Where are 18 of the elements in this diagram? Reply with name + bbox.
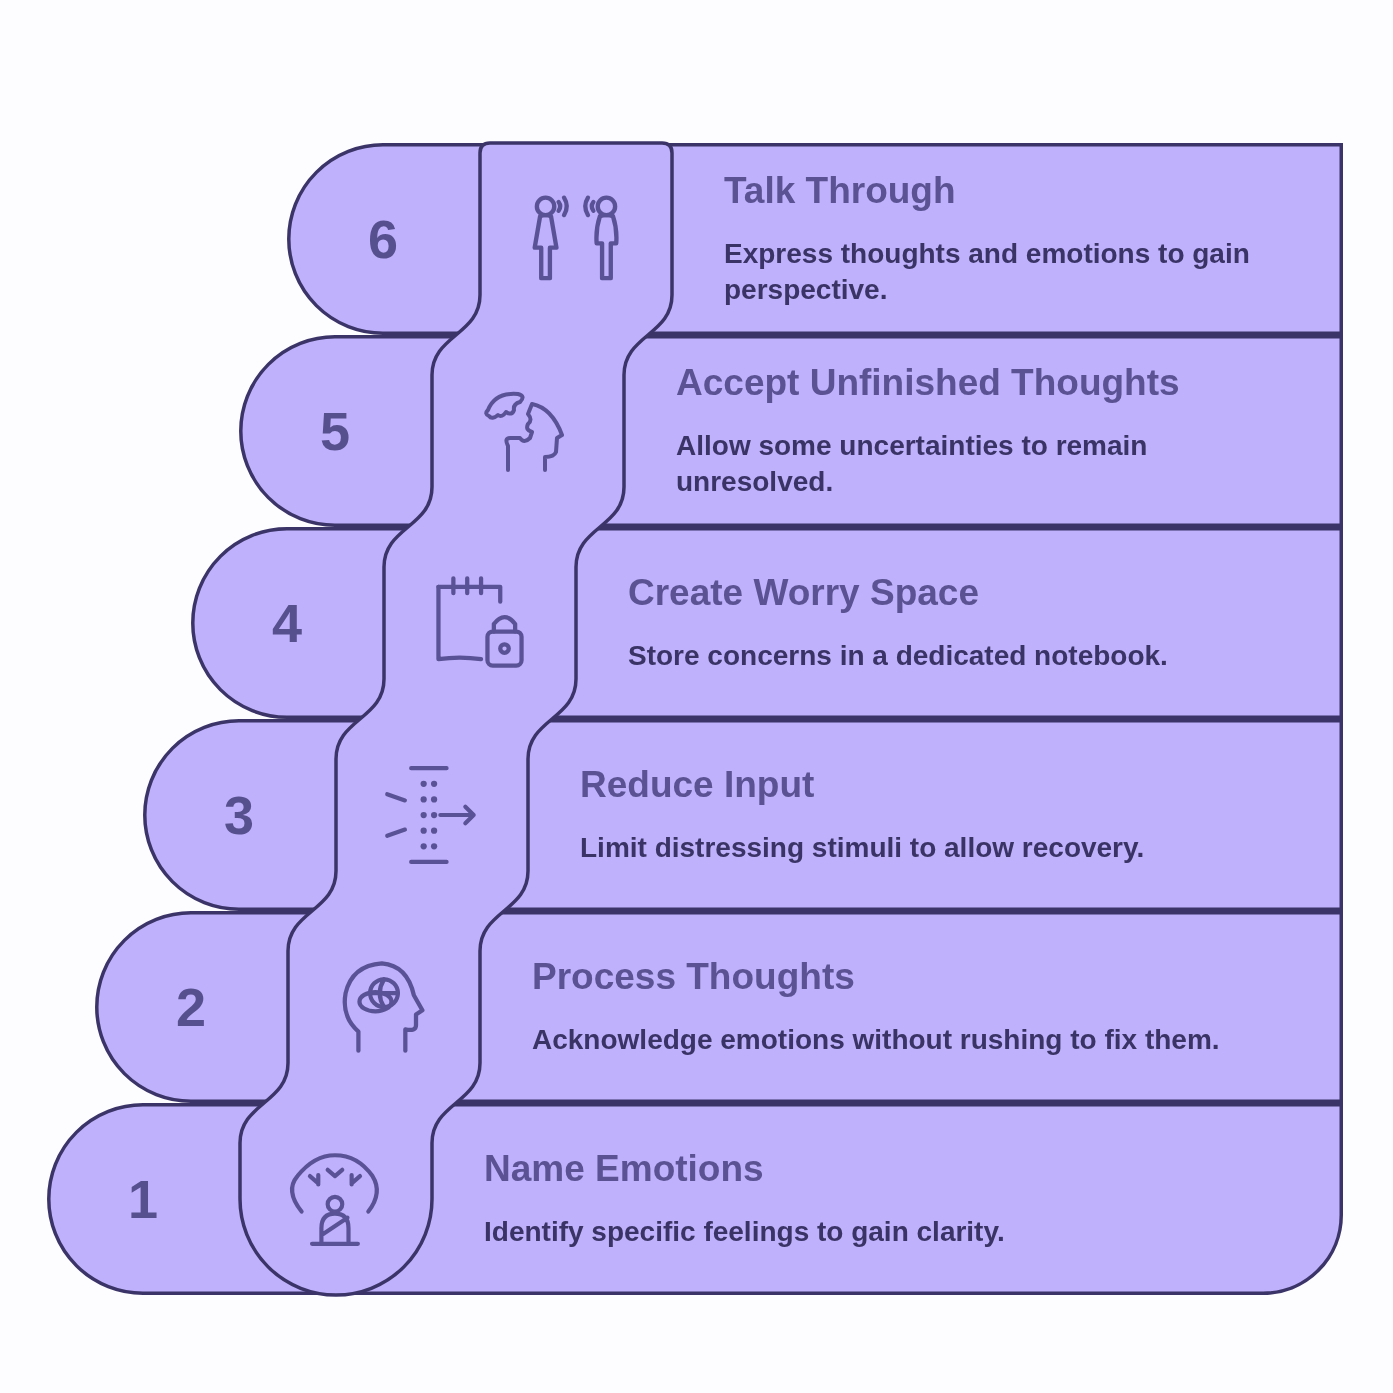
step-number: 2	[175, 977, 206, 1037]
step-title: Talk Through	[724, 170, 956, 212]
step-title: Accept Unfinished Thoughts	[676, 362, 1180, 404]
step-description: Allow some uncertainties to remain unresolved.	[676, 429, 1149, 499]
step-description: Limit distressing stimuli to allow recovery.	[580, 831, 1145, 865]
step-number: 5	[319, 401, 350, 461]
step-description: Store concerns in a dedicated notebook.	[628, 639, 1168, 673]
step-number: 3	[223, 785, 254, 845]
step-title: Create Worry Space	[628, 572, 979, 614]
step-title: Reduce Input	[580, 764, 815, 806]
step-number: 1	[127, 1169, 158, 1229]
step-description: Express thoughts and emotions to gain perspective.	[724, 237, 1251, 307]
step-number: 4	[271, 593, 302, 653]
step-description: Acknowledge emotions without rushing to fix them.	[532, 1023, 1220, 1057]
step-title: Name Emotions	[484, 1148, 764, 1190]
step-description: Identify specific feelings to gain clarity.	[484, 1215, 1005, 1249]
step-title: Process Thoughts	[532, 956, 855, 998]
step-number: 6	[367, 209, 398, 269]
